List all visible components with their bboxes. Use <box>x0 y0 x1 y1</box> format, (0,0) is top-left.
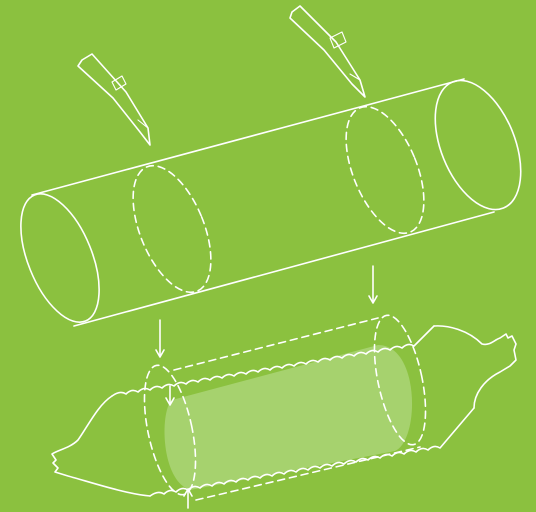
cut-line-right <box>330 96 440 244</box>
cut-line-left <box>117 155 227 303</box>
knife-left-icon <box>78 54 150 145</box>
arrow-down-right <box>369 266 377 303</box>
highlighted-section <box>165 345 413 490</box>
arrow-down-left <box>156 320 164 357</box>
arrow-up-left-bottom <box>184 489 192 508</box>
tube <box>5 68 536 333</box>
knife-right-icon <box>290 6 365 97</box>
